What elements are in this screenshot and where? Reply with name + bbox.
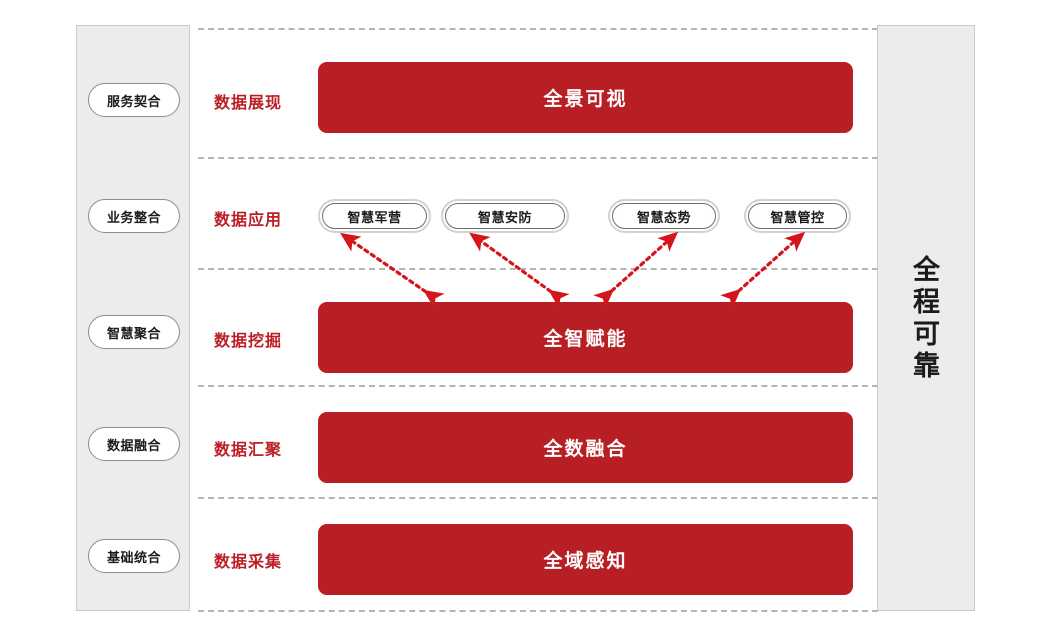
bar-global-sensing[interactable]: 全域感知: [318, 524, 853, 595]
app-pill-smart-situation-label: 智慧态势: [612, 203, 716, 229]
capability-item-4-label: 数据融合: [106, 437, 161, 453]
app-pill-smart-barracks[interactable]: 智慧军营: [318, 199, 431, 233]
app-pill-smart-security-label: 智慧安防: [445, 203, 565, 229]
capability-item-5[interactable]: 基础统合: [88, 539, 180, 573]
row-separator-4: [198, 497, 878, 499]
row-separator-2: [198, 268, 878, 270]
row-separator-bottom: [198, 610, 878, 612]
bar-data-fusion-label: 全数融合: [543, 439, 628, 460]
reliability-label: 全程可靠: [913, 255, 941, 381]
reliability-panel: 全程可靠: [877, 25, 975, 611]
stage-label-1: 数据展现: [214, 95, 283, 112]
bar-intelligent-empowerment[interactable]: 全智赋能: [318, 302, 853, 373]
capability-panel: 服务契合 业务整合 智慧聚合 数据融合 基础统合: [76, 25, 190, 611]
capability-item-5-label: 基础统合: [106, 549, 161, 565]
bar-panoramic-visual-label: 全景可视: [543, 89, 628, 110]
app-pill-smart-situation[interactable]: 智慧态势: [608, 199, 720, 233]
capability-item-3-label: 智慧聚合: [106, 325, 161, 341]
capability-item-3[interactable]: 智慧聚合: [88, 315, 180, 349]
bar-panoramic-visual[interactable]: 全景可视: [318, 62, 853, 133]
stage-label-5: 数据采集: [214, 554, 283, 571]
row-separator-3: [198, 385, 878, 387]
app-pill-smart-security[interactable]: 智慧安防: [441, 199, 569, 233]
app-pill-smart-control[interactable]: 智慧管控: [744, 199, 851, 233]
stage-label-2: 数据应用: [214, 212, 283, 229]
row-separator-top: [198, 28, 878, 30]
capability-item-4[interactable]: 数据融合: [88, 427, 180, 461]
stage-label-4: 数据汇聚: [214, 442, 283, 459]
row-separator-1: [198, 157, 878, 159]
capability-item-2[interactable]: 业务整合: [88, 199, 180, 233]
stage-label-3: 数据挖掘: [214, 333, 283, 350]
bar-intelligent-empowerment-label: 全智赋能: [543, 329, 628, 350]
bar-data-fusion[interactable]: 全数融合: [318, 412, 853, 483]
capability-item-1[interactable]: 服务契合: [88, 83, 180, 117]
reliability-label-wrap: 全程可靠: [878, 26, 976, 612]
app-pill-smart-barracks-label: 智慧军营: [322, 203, 427, 229]
capability-item-1-label: 服务契合: [106, 93, 161, 109]
app-pill-smart-control-label: 智慧管控: [748, 203, 847, 229]
bar-global-sensing-label: 全域感知: [543, 551, 628, 572]
capability-item-2-label: 业务整合: [106, 209, 161, 225]
